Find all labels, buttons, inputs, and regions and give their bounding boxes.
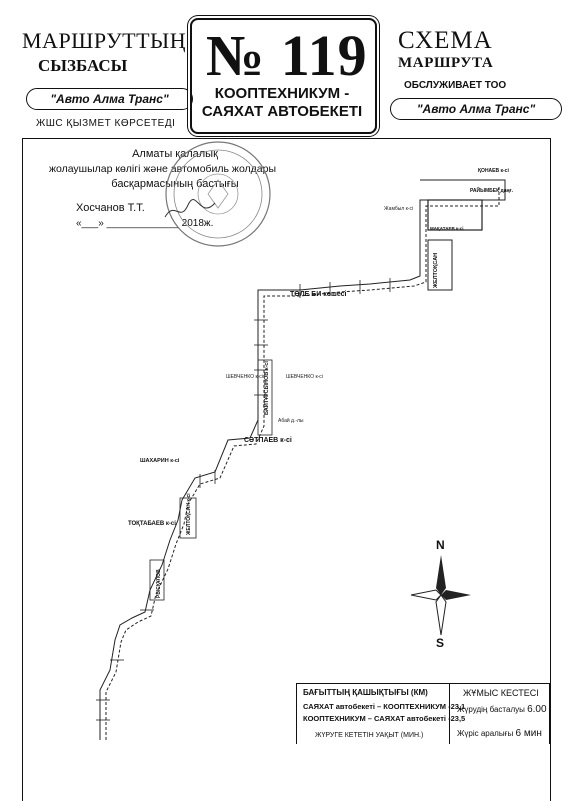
street-shevchenko-right: ШЕВЧЕНКО к-сі	[286, 374, 323, 380]
route-number: № 119	[206, 23, 368, 88]
map-frame	[22, 138, 551, 801]
street-makataev: МАҚАТАЕВ к-сі	[430, 226, 464, 231]
street-box-toktabaev	[179, 497, 197, 539]
trip-time-label: ЖҮРУГЕ КЕТЕТІН УАҚЫТ (МИН.)	[315, 732, 424, 739]
schedule-start-label: Жүрудің басталуы	[457, 705, 525, 714]
schedule-title: ЖҰМЫС КЕСТЕСІ	[463, 688, 539, 698]
street-zheltoksan-v: ЖЕЛТОҚСАН к-сі	[186, 493, 192, 536]
header-left-title: МАРШРУТТЫҢ	[22, 28, 187, 53]
street-shevchenko: ШЕВЧЕНКО к-сі	[226, 374, 263, 380]
approval-date: «___» _____________ 2018ж.	[76, 218, 214, 229]
route-number-box	[190, 18, 377, 134]
distance-line1-value: -23,1	[448, 702, 466, 711]
city-block	[427, 199, 483, 231]
street-raiymbek: РАЙЫМБЕК даңғ.	[470, 186, 514, 194]
header-left-operator: "Авто Алма Транс"	[26, 88, 193, 110]
route-stops	[96, 278, 391, 721]
route-info-box: БАҒЫТТЫҢ ҚАШЫҚТЫҒЫ (КМ) САЯХАТ автобекет…	[296, 683, 550, 744]
compass-south-label: S	[436, 636, 445, 650]
street-box-ryskulov	[149, 559, 165, 601]
approval-line1: Алматы қалалық	[132, 148, 218, 160]
street-shakharin: ШАХАРИН к-сі	[140, 458, 180, 464]
street-zhambyl: Жамбыл к-сі	[384, 206, 413, 212]
street-ryskulov: РЫСҚҰЛОВ	[156, 569, 162, 598]
street-abai: Абай д.-лы	[278, 417, 304, 424]
official-seal-icon	[165, 141, 271, 247]
distance-title: БАҒЫТТЫҢ ҚАШЫҚТЫҒЫ (КМ)	[303, 688, 428, 697]
distance-line2-value: -23,5	[448, 714, 466, 723]
header-left-note: ЖШС ҚЫЗМЕТ КӨРСЕТЕДІ	[36, 118, 176, 129]
header-left-subtitle: СЫЗБАСЫ	[38, 56, 128, 75]
schedule-interval-value: 6 мин	[515, 728, 542, 739]
header-right-operator: "Авто Алма Транс"	[390, 98, 562, 120]
header-right-served-by: ОБСЛУЖИВАЕТ ТОО	[404, 80, 507, 91]
compass-icon	[410, 555, 471, 636]
street-konaev: ҚОНАЕВ к-сі	[478, 168, 509, 174]
street-tole-bi: ТӨЛЕ БИ көшесі	[290, 290, 347, 298]
approval-signer: Хосчанов Т.Т.	[76, 202, 145, 214]
street-zheltoksan: ЖЕЛТОҚСАН	[433, 253, 439, 289]
zheltoksan-block	[427, 239, 453, 291]
street-satpaev: СӘТПАЕВ к-сі	[244, 436, 292, 444]
route-destination-line1: КООПТЕХНИКУМ -	[214, 85, 350, 102]
info-divider	[449, 684, 450, 744]
street-baitursynov: БАЙТҰРСЫНОВ к-сі	[262, 361, 270, 415]
approval-line2: жолаушылар көлігі және автомобиль жолдар…	[48, 163, 277, 175]
distance-line2-label: КООПТЕХНИКУМ – САЯХАТ автобекеті	[303, 714, 447, 723]
signature-icon	[164, 198, 216, 218]
distance-line1-label: САЯХАТ автобекеті – КООПТЕХНИКУМ	[303, 702, 447, 711]
schedule-interval-label: Жүріс аралығы	[457, 729, 514, 738]
header-right-subtitle: МАРШРУТА	[398, 55, 494, 71]
header-right-title: СХЕМА	[398, 27, 493, 54]
schedule-start-value: 6.00	[527, 704, 547, 715]
route-destination-line2: САЯХАТ АВТОБЕКЕТІ	[201, 103, 363, 120]
street-toktabaev: ТОҚТАБАЕВ к-сі	[128, 521, 176, 527]
compass-north-label: N	[436, 538, 445, 552]
street-box-vertical	[257, 359, 273, 436]
